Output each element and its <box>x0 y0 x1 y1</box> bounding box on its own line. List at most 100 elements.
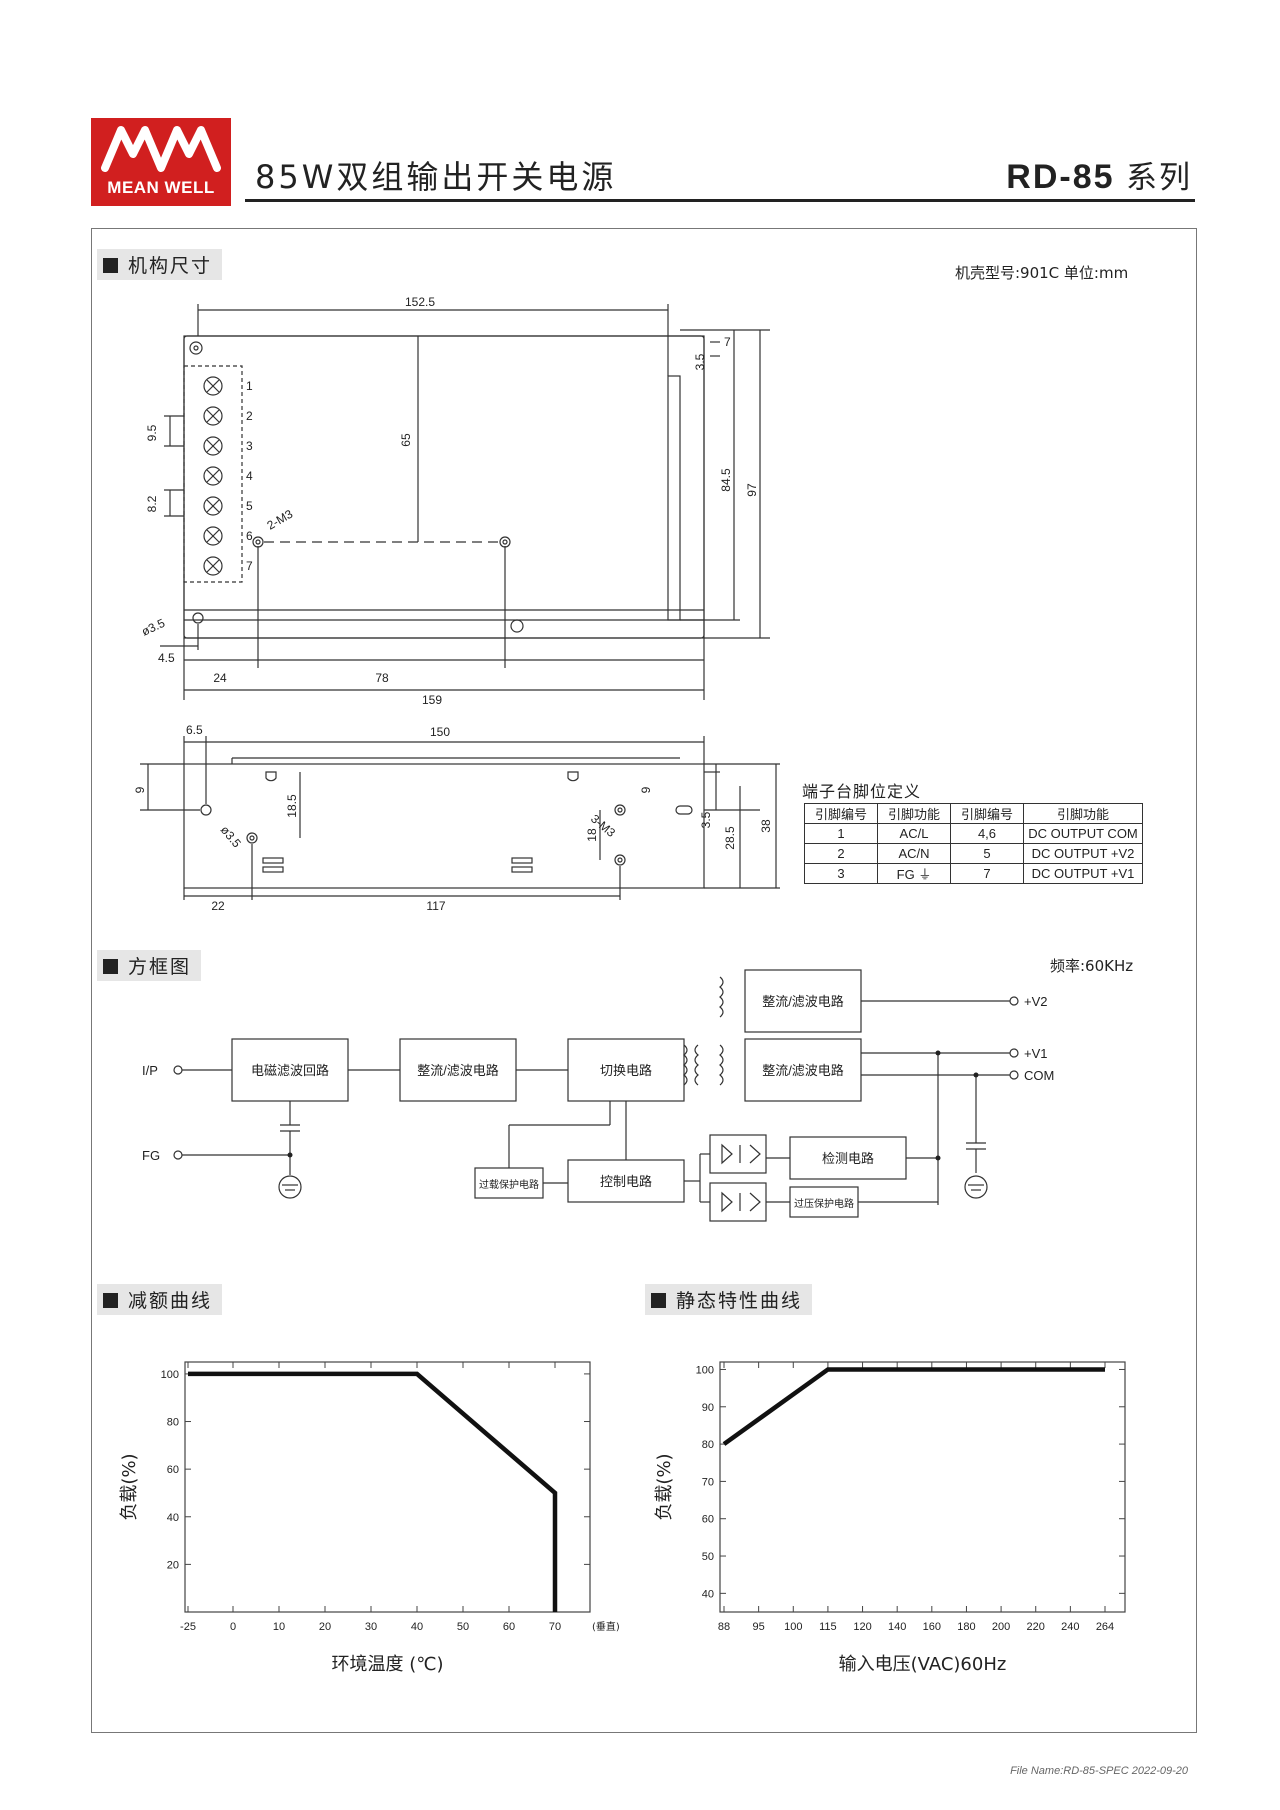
dim-label: 6.5 <box>186 723 203 737</box>
y-axis-label: 负载(%) <box>119 1453 140 1520</box>
logo-text: MEAN WELL <box>107 178 215 197</box>
pin-table-title: 端子台脚位定义 <box>802 782 922 801</box>
series-line <box>188 1371 558 1612</box>
table-row: 2 AC/N 5 DC OUTPUT +V2 <box>804 843 1143 864</box>
side-view-outline <box>140 736 780 900</box>
dim-label: 3.5 <box>699 811 713 828</box>
pin-header: 引脚编号 <box>804 803 878 824</box>
block-rect-v1 <box>744 1038 862 1102</box>
plot-area <box>184 1361 591 1613</box>
y-tick-label: 60 <box>702 1514 714 1526</box>
series-line <box>722 1367 1105 1446</box>
io-label: I/P <box>142 1063 158 1078</box>
block-label: 整流/滤波电路 <box>762 1063 844 1078</box>
block-label: 切换电路 <box>600 1063 652 1078</box>
pin-number: 3 <box>246 439 253 453</box>
x-tick-label: 220 <box>1027 1621 1045 1633</box>
y-tick-label: 90 <box>702 1402 714 1414</box>
mechanical-drawing: 152.5 65 9.5 8.2 2-M3 84.5 97 7 3.5 ø3.5… <box>133 295 780 910</box>
y-tick-label: 40 <box>702 1588 714 1600</box>
table-cell: 4,6 <box>950 823 1024 844</box>
plot-area <box>719 1361 1126 1613</box>
optocoupler-icon <box>721 1143 761 1165</box>
dim-label: 78 <box>375 671 389 685</box>
optocoupler-icon <box>721 1191 761 1213</box>
pin-header: 引脚编号 <box>950 803 1024 824</box>
x-tick-label: 60 <box>503 1621 515 1633</box>
pin-number: 2 <box>246 409 253 423</box>
x-tick-label: 0 <box>230 1621 236 1633</box>
x-axis-label: 输入电压(VAC)60Hz <box>839 1654 1007 1675</box>
dim-label: 150 <box>430 725 450 739</box>
dim-label: ø3.5 <box>218 823 244 851</box>
section-mechanical-title: 机构尺寸 <box>97 249 223 280</box>
block-diagram: I/P FG +V2 +V1 COM 电磁滤波回路 整流/滤波电路 切换电路 整… <box>142 969 1054 1222</box>
dim-label: 38 <box>759 819 773 833</box>
y-tick-label: 20 <box>167 1559 179 1571</box>
io-label: COM <box>1024 1068 1054 1083</box>
x-axis-label: 环境温度 (℃) <box>332 1654 444 1675</box>
top-view-outline <box>183 335 705 639</box>
dim-label: 84.5 <box>719 468 733 492</box>
dim-label: 117 <box>426 899 445 910</box>
table-row: 1 AC/L 4,6 DC OUTPUT COM <box>804 823 1143 844</box>
block-label: 整流/滤波电路 <box>762 994 844 1009</box>
block-label: 过压保护电路 <box>794 1197 854 1210</box>
dim-label: 9.5 <box>145 424 159 441</box>
section-label: 机构尺寸 <box>128 255 213 277</box>
x-tick-label: 20 <box>319 1621 331 1633</box>
pin-header: 引脚功能 <box>1023 803 1143 824</box>
y-tick-label: 80 <box>167 1417 179 1429</box>
dim-label: 18.5 <box>285 794 299 818</box>
dim-label: 159 <box>422 693 442 707</box>
y-tick-label: 100 <box>696 1364 714 1376</box>
section-bullet-icon <box>651 1293 666 1308</box>
x-tick-label: 180 <box>957 1621 975 1633</box>
x-tick-label: 100 <box>784 1621 802 1633</box>
x-tick-label: 140 <box>888 1621 906 1633</box>
frequency-note: 频率:60KHz <box>1050 957 1134 975</box>
block-label: 过载保护电路 <box>479 1178 539 1191</box>
dim-label: 97 <box>745 483 759 497</box>
table-cell: FG ⏚ <box>877 863 951 884</box>
block-control <box>567 1159 685 1203</box>
x-tick-label: 115 <box>819 1621 837 1633</box>
dim-label: ø3.5 <box>139 616 167 639</box>
dim-label: 7 <box>724 335 731 349</box>
x-tick-label: 10 <box>273 1621 285 1633</box>
table-cell: AC/L <box>877 823 951 844</box>
dim-label: 65 <box>399 433 413 447</box>
table-cell: DC OUTPUT +V2 <box>1023 843 1143 864</box>
dim-label: 18 <box>585 828 599 842</box>
x-tick-label: 120 <box>853 1621 871 1633</box>
x-tick-label: 160 <box>923 1621 941 1633</box>
x-tick-label: 40 <box>411 1621 423 1633</box>
section-bullet-icon <box>103 1293 118 1308</box>
y-tick-label: 80 <box>702 1439 714 1451</box>
section-bullet-icon <box>103 959 118 974</box>
io-label: +V2 <box>1024 994 1048 1009</box>
pin-number: 5 <box>246 499 253 513</box>
pin-number: 7 <box>246 559 253 573</box>
x-tick-label: 95 <box>753 1621 765 1633</box>
series-title: RD-85 系列 <box>1006 152 1192 197</box>
case-note: 机壳型号:901C 单位:mm <box>955 264 1129 282</box>
section-block-title: 方框图 <box>97 950 202 981</box>
footer-file: File Name:RD-85-SPEC 2022-09-20 <box>1010 1765 1188 1777</box>
x-tick-label: 264 <box>1096 1621 1114 1633</box>
pin-number: 1 <box>246 379 253 393</box>
x-tick-label: -25 <box>180 1621 196 1633</box>
block-olp <box>474 1167 544 1199</box>
y-tick-label: 100 <box>161 1369 179 1381</box>
block-label: 控制电路 <box>600 1174 652 1189</box>
mw-logo-icon <box>101 126 221 172</box>
table-cell: AC/N <box>877 843 951 864</box>
section-label: 方框图 <box>128 956 192 978</box>
dim-label: 24 <box>213 671 227 685</box>
block-switch <box>567 1038 685 1102</box>
series-name: RD-85 <box>1006 158 1115 196</box>
block-rect1 <box>399 1038 517 1102</box>
table-cell: 5 <box>950 843 1024 864</box>
